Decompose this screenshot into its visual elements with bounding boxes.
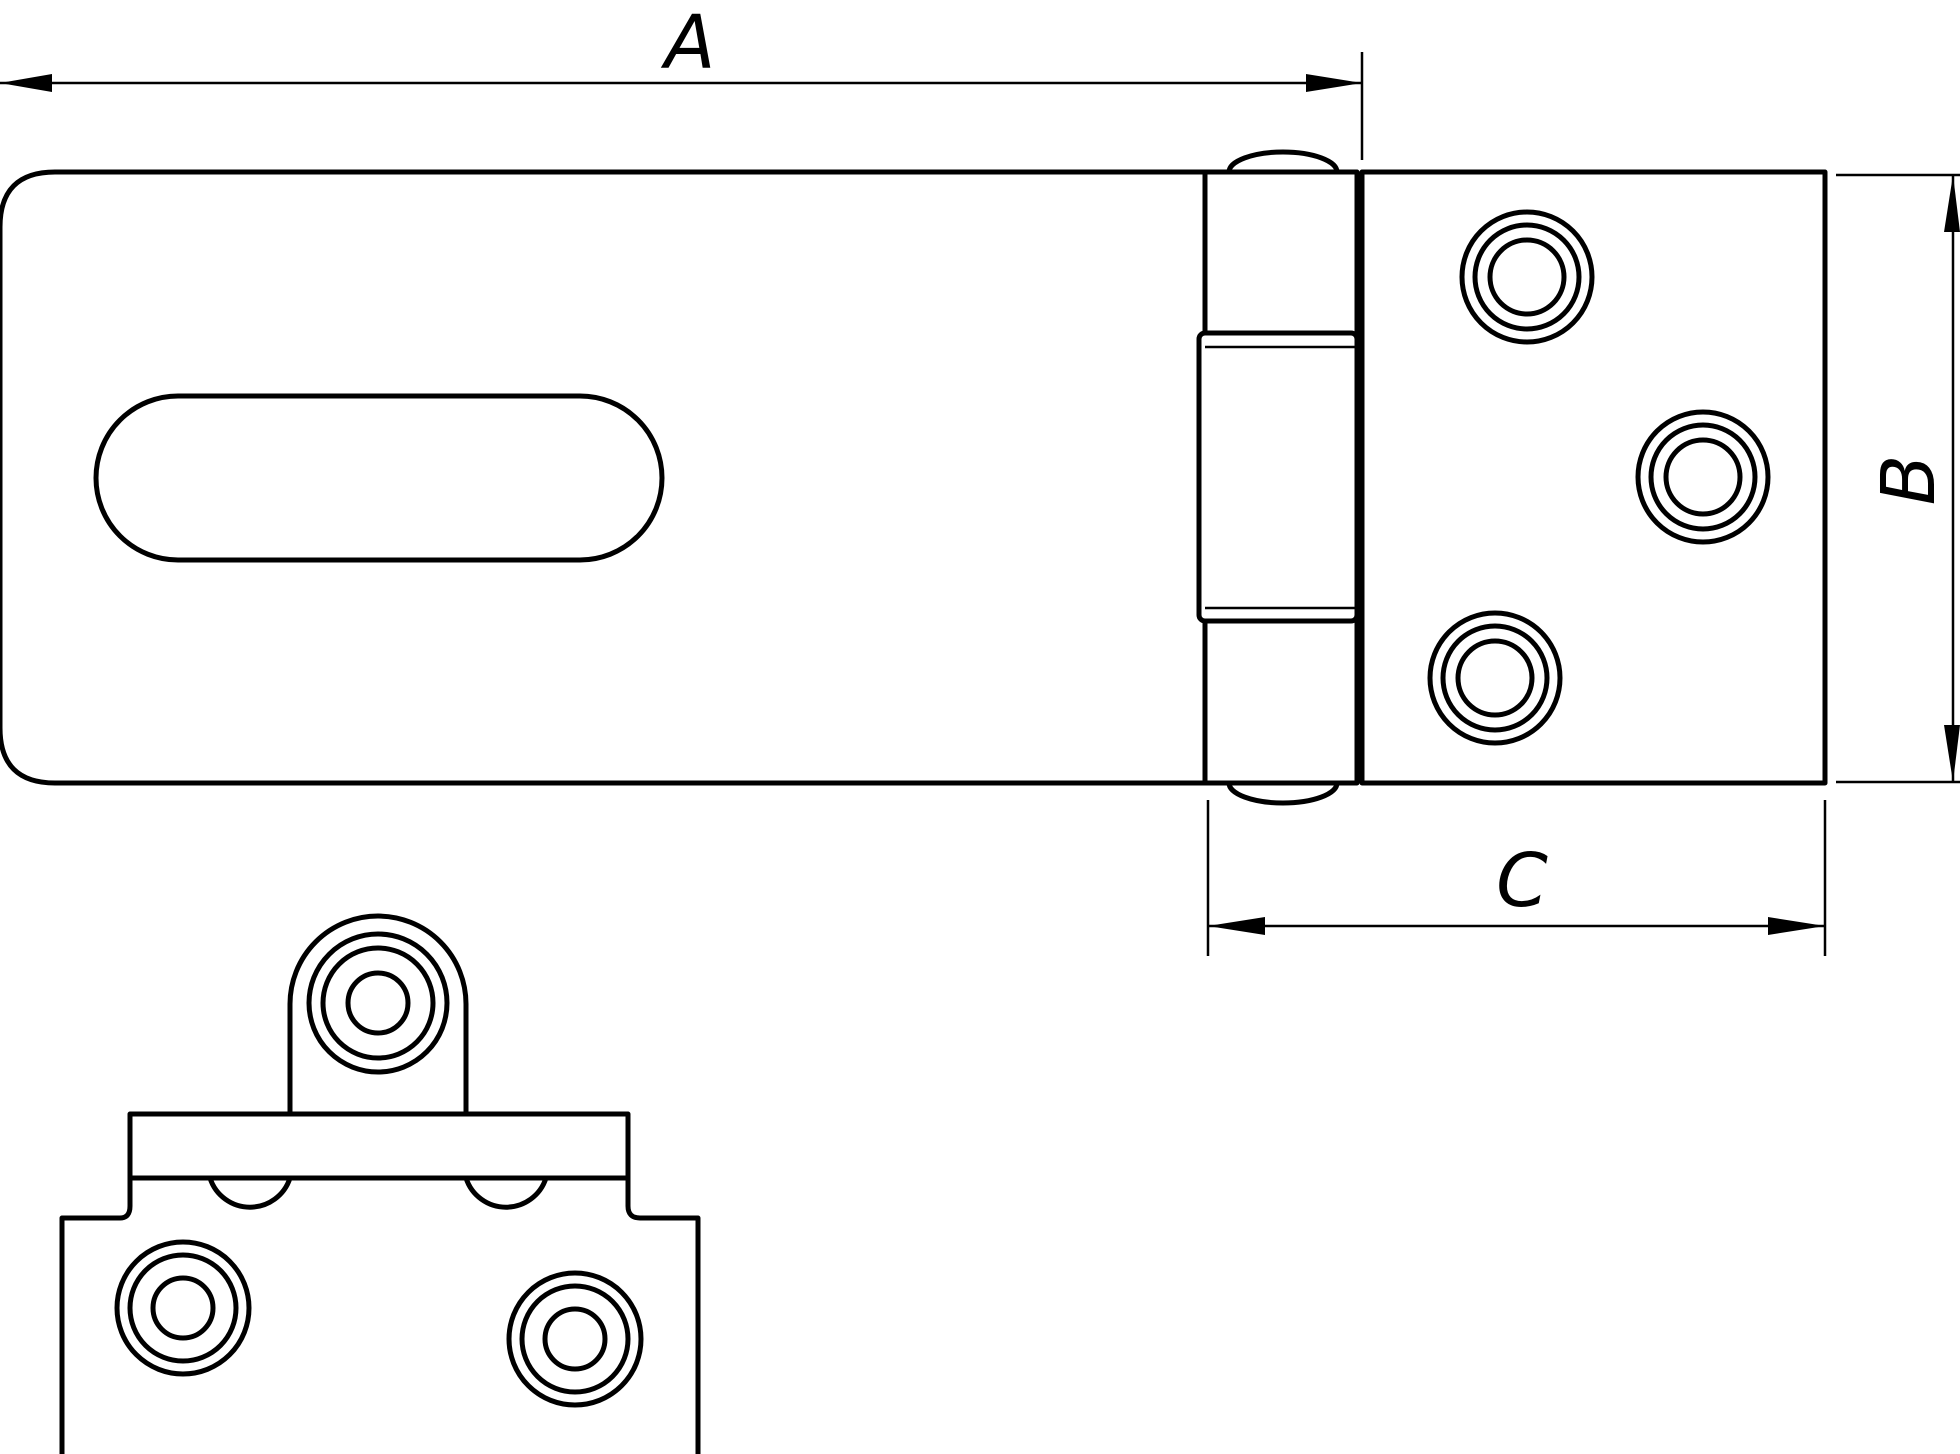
base-screw-hole-left xyxy=(114,1239,252,1377)
dimension-a-label: A xyxy=(661,0,716,86)
dimension-b: B xyxy=(1836,173,1960,784)
dimension-c-arrow-right xyxy=(1768,917,1825,935)
staple-base-plate xyxy=(59,1175,701,1454)
staple-eye xyxy=(287,913,469,1117)
screw-hole-middle xyxy=(1635,409,1771,545)
dimension-c-arrow-left xyxy=(1208,917,1265,935)
screw-hole-upper xyxy=(1459,209,1595,345)
screw-hole-lower xyxy=(1427,610,1563,746)
hasp-slot xyxy=(93,393,665,563)
staple-eye-hole xyxy=(306,931,450,1075)
dimension-c: C xyxy=(1206,800,1827,956)
staple-bar xyxy=(127,1111,631,1181)
staple-base-view xyxy=(59,913,701,1454)
dimension-a: A xyxy=(0,0,1364,160)
dimension-b-arrow-top xyxy=(1944,175,1960,232)
dimension-a-arrow-right xyxy=(1306,74,1362,92)
dimension-c-label: C xyxy=(1496,838,1548,924)
base-screw-hole-right xyxy=(506,1270,644,1408)
hinge-pin-segment xyxy=(1196,330,1360,624)
dimension-b-arrow-bottom xyxy=(1944,725,1960,782)
dimension-a-arrow-left xyxy=(0,74,52,92)
dimension-b-label: B xyxy=(1866,455,1952,506)
staple-bump-left xyxy=(207,1177,293,1210)
hasp-top-view xyxy=(0,149,1828,806)
staple-bump-right xyxy=(463,1177,549,1210)
